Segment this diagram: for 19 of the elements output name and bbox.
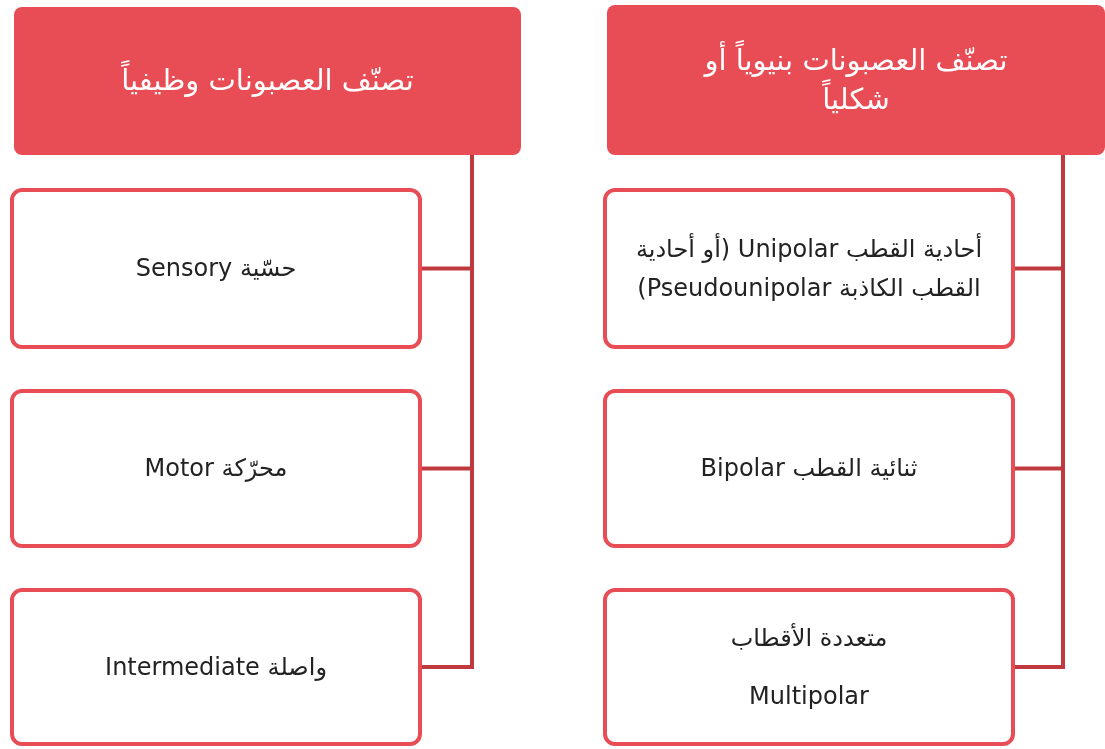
category-box — [10, 389, 422, 548]
connector-line — [1015, 155, 1065, 669]
category-box — [603, 188, 1015, 349]
connector-line — [422, 155, 474, 669]
label-text: Multipolar — [749, 681, 869, 712]
label-text: حسّية Sensory — [135, 253, 297, 285]
label-text: تصنّف العصبونات بنيوياً أو شكلياً — [702, 40, 1009, 118]
header-box — [607, 5, 1105, 155]
label-text: ثنائية القطب Bipolar — [700, 453, 918, 485]
label-text: محرّكة Motor — [144, 453, 288, 485]
label-text: متعددة الأقطاب — [730, 622, 888, 654]
label-text: أحادية القطب Unipolar (أو أحادية القطب الكاذبة Pseudounipolar) — [635, 232, 983, 304]
label-text: واصلة Intermediate — [105, 651, 327, 683]
category-box — [10, 588, 422, 746]
category-box — [10, 188, 422, 349]
category-box — [603, 389, 1015, 548]
category-box — [603, 588, 1015, 746]
header-box — [14, 7, 521, 155]
label-text: تصنّف العصبونات وظيفياً — [121, 61, 414, 101]
